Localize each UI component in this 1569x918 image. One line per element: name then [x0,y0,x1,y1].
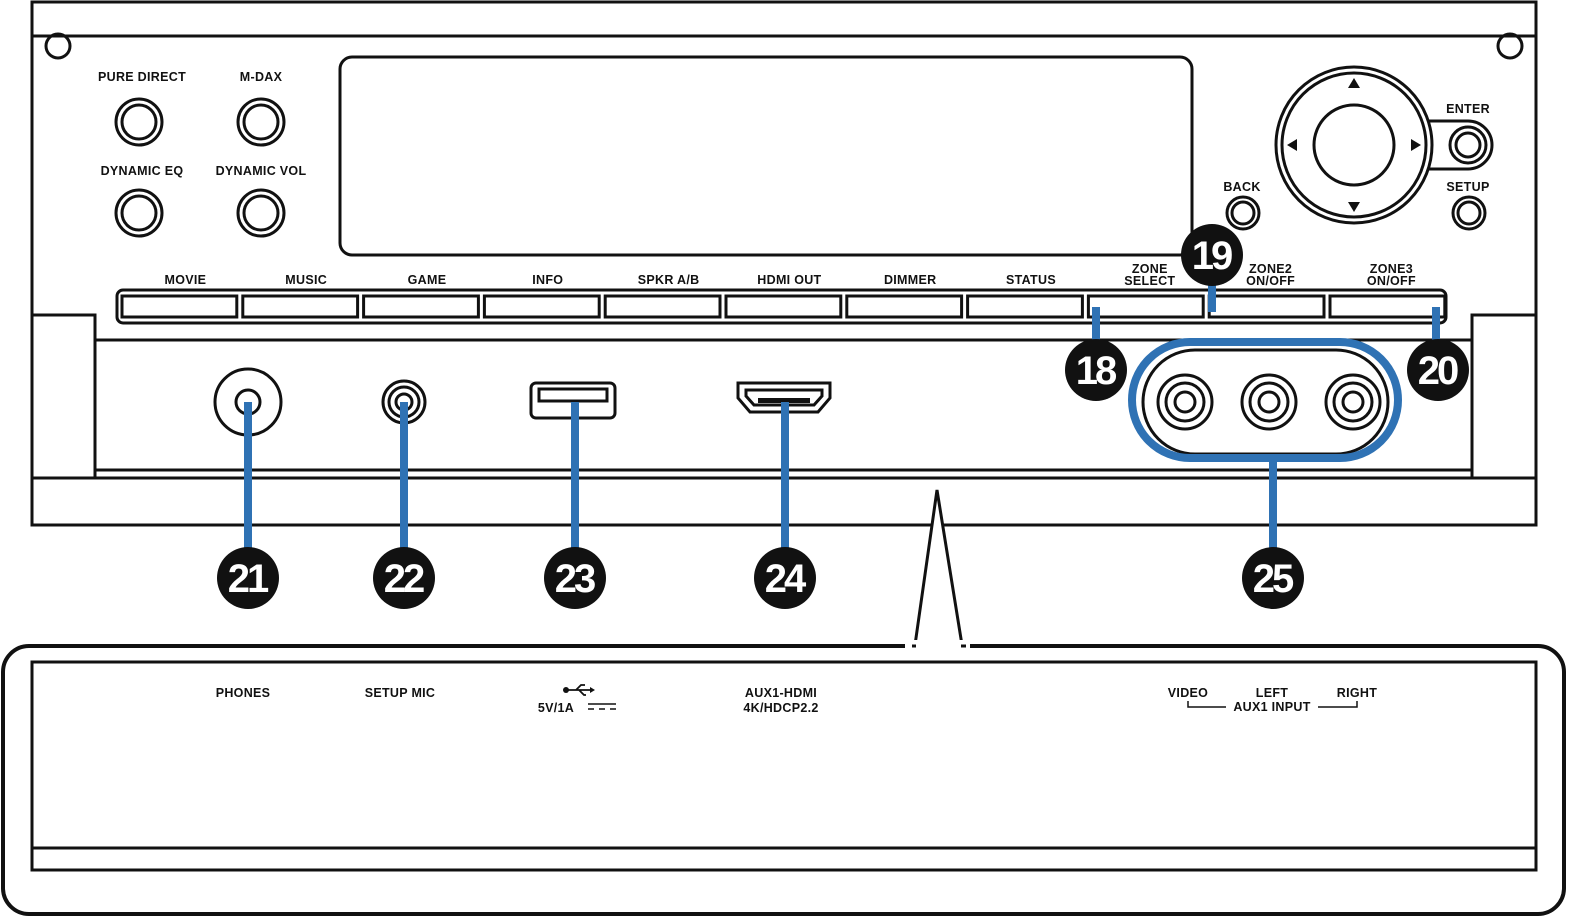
setup-mic-label: SETUP MIC [365,686,436,700]
strip-button-hdmi-out[interactable]: HDMI OUT [724,273,843,319]
callout-number: 21 [228,557,269,601]
strip-button-label: ON/OFF [1367,274,1416,288]
hdmi-spec-label: 4K/HDCP2.2 [743,701,818,715]
callout-24: 24 [754,547,816,609]
aux1-left-jack[interactable] [1240,373,1298,431]
dynamic-eq-button[interactable]: DYNAMIC EQ [101,164,184,238]
strip-button-label: ZONE3 [1370,262,1413,276]
dc-symbol-icon [588,703,616,710]
detail-inset: PHONES SETUP MIC 5V/1A AUX1-HDMI 4K/HDCP… [1,489,1566,916]
video-label: VIDEO [1168,686,1208,700]
setup-button[interactable]: SETUP [1446,180,1489,231]
screw-icon [1496,32,1524,60]
callout-18: 18 [1065,339,1127,401]
m-dax-button[interactable]: M-DAX [236,70,286,147]
strip-button-label: SPKR A/B [638,273,700,287]
dynamic-eq-label: DYNAMIC EQ [101,164,184,178]
arrow-left-icon[interactable] [1287,139,1297,151]
strip-button-label: STATUS [1006,273,1056,287]
aux1-input-label: AUX1 INPUT [1233,700,1310,714]
callout-number: 20 [1418,349,1458,393]
strip-button-info[interactable]: INFO [482,273,601,319]
pure-direct-button[interactable]: PURE DIRECT [98,70,186,147]
callout-number: 25 [1253,557,1294,601]
strip-button-music[interactable]: MUSIC [241,273,360,319]
aux1-input-jacks[interactable] [1141,348,1390,456]
back-label: BACK [1223,180,1260,194]
right-label: RIGHT [1337,686,1377,700]
aux1-right-jack[interactable] [1324,373,1382,431]
m-dax-label: M-DAX [240,70,283,84]
callout-markers: 18 19 20 21 22 23 24 25 [217,224,1469,609]
enter-label: ENTER [1446,102,1490,116]
callout-number: 18 [1076,349,1117,393]
strip-button-label: ZONE [1132,262,1168,276]
strip-button-game[interactable]: GAME [362,273,480,319]
strip-button-spkr-a-b[interactable]: SPKR A/B [603,273,722,319]
enter-button[interactable]: ENTER [1428,102,1494,171]
arrow-down-icon[interactable] [1348,202,1360,212]
callout-number: 23 [555,557,595,601]
strip-button-label: SELECT [1124,274,1175,288]
strip-button-status[interactable]: STATUS [966,273,1084,319]
aux1-video-jack[interactable] [1156,373,1214,431]
arrow-up-icon[interactable] [1348,78,1360,88]
callout-20: 20 [1407,339,1469,401]
strip-button-dimmer[interactable]: DIMMER [845,273,964,319]
strip-button-label: MUSIC [285,273,327,287]
display-window [338,55,1194,257]
screw-icon [44,32,72,60]
aux1-bracket [1187,701,1358,708]
arrow-right-icon[interactable] [1411,139,1421,151]
setup-label: SETUP [1446,180,1489,194]
strip-button-movie[interactable]: MOVIE [120,273,239,319]
strip-button-label: MOVIE [165,273,207,287]
callout-19: 19 [1181,224,1243,286]
hdmi-label: AUX1-HDMI [745,686,817,700]
callout-number: 22 [384,557,424,601]
callout-22: 22 [373,547,435,609]
phones-label: PHONES [216,686,271,700]
navigation-dial[interactable] [1274,65,1434,225]
callout-number: 24 [765,557,807,601]
callout-23: 23 [544,547,606,609]
strip-button-label: INFO [532,273,563,287]
dynamic-vol-label: DYNAMIC VOL [216,164,307,178]
strip-button-label: HDMI OUT [757,273,821,287]
strip-button-label: DIMMER [884,273,937,287]
strip-button-label: ZONE2 [1249,262,1292,276]
hdmi-port[interactable] [736,381,832,414]
back-button[interactable]: BACK [1223,180,1261,231]
usb-power-label: 5V/1A [538,701,574,715]
callout-number: 19 [1192,234,1232,278]
usb-icon [563,684,595,696]
strip-button-label: ON/OFF [1246,274,1295,288]
callout-25: 25 [1242,547,1304,609]
left-label: LEFT [1256,686,1289,700]
pure-direct-label: PURE DIRECT [98,70,186,84]
dynamic-vol-button[interactable]: DYNAMIC VOL [216,164,307,238]
function-button-strip: MOVIE MUSIC GAME INFO SPKR A/B HDMI OUT DIMMER… [115,262,1448,325]
strip-button-label: GAME [408,273,447,287]
callout-21: 21 [217,547,279,609]
